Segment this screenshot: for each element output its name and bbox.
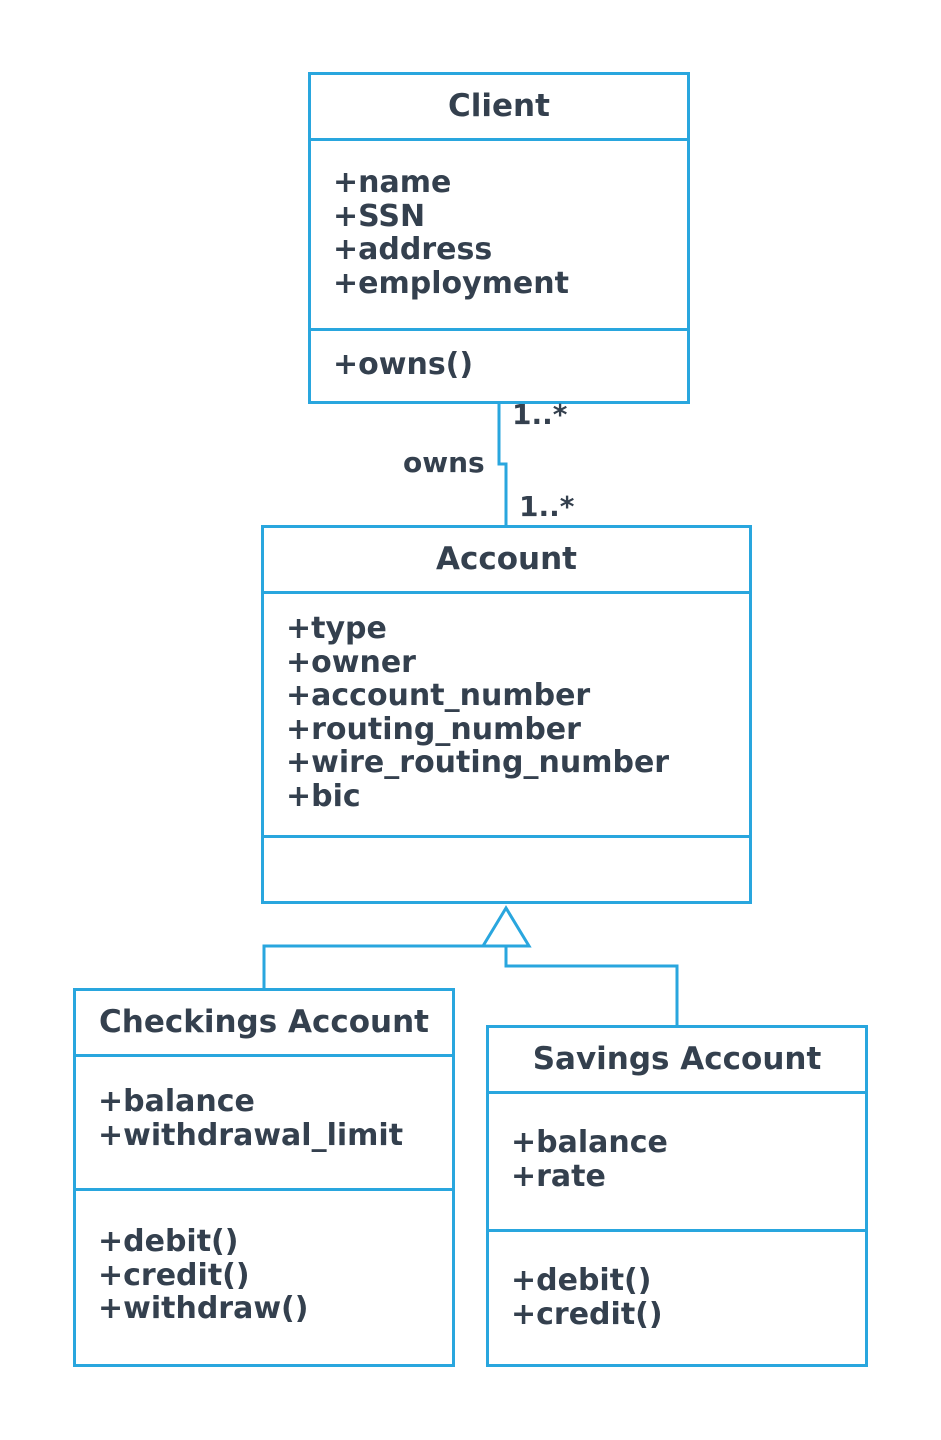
class-client-methods: +owns() [311,331,687,382]
checkings-generalization-line [262,944,505,990]
class-client-name: Client [311,75,687,141]
attribute: +account_number [286,678,591,713]
class-account-name: Account [264,528,749,594]
method: +debit() [98,1224,239,1259]
inheritance-arrowhead [480,905,532,948]
owns-association-line [497,402,508,527]
attribute: +employment [333,265,569,301]
attribute: +address [333,232,493,267]
class-savings-account-name: Savings Account [489,1028,865,1094]
attribute: +name [333,165,452,200]
account-multiplicity: 1..* [519,490,575,523]
attribute: +wire_routing_number [286,745,670,780]
attribute: +balance [511,1125,668,1160]
attribute: +rate [511,1158,606,1194]
method: +withdraw() [98,1291,309,1326]
class-savings-account[interactable]: Savings Account +balance +rate +debit() … [486,1025,868,1367]
class-checkings-account[interactable]: Checkings Account +balance +withdrawal_l… [73,988,455,1367]
client-multiplicity: 1..* [512,398,568,431]
attribute: +SSN [333,198,426,234]
attribute: +type [286,611,387,646]
attribute: +balance [98,1084,255,1119]
class-checkings-account-methods: +debit() +credit() +withdraw() [76,1191,452,1326]
class-account-attributes: +type +owner +account_number +routing_nu… [264,594,749,838]
class-checkings-account-attributes: +balance +withdrawal_limit [76,1057,452,1191]
association-name: owns [403,446,485,479]
attribute: +routing_number [286,711,581,747]
method: +credit() [98,1257,250,1293]
class-savings-account-methods: +debit() +credit() [489,1232,865,1331]
method: +debit() [511,1263,652,1298]
class-checkings-account-name: Checkings Account [76,991,452,1057]
class-savings-account-attributes: +balance +rate [489,1094,865,1232]
method: +owns() [333,347,474,382]
class-client[interactable]: Client +name +SSN +address +employment +… [308,72,690,404]
method: +credit() [511,1296,663,1332]
attribute: +bic [286,778,361,814]
attribute: +withdrawal_limit [98,1117,404,1153]
attribute: +owner [286,644,416,680]
savings-generalization-line [504,946,679,1027]
class-account[interactable]: Account +type +owner +account_number +ro… [261,525,752,904]
class-client-attributes: +name +SSN +address +employment [311,141,687,331]
